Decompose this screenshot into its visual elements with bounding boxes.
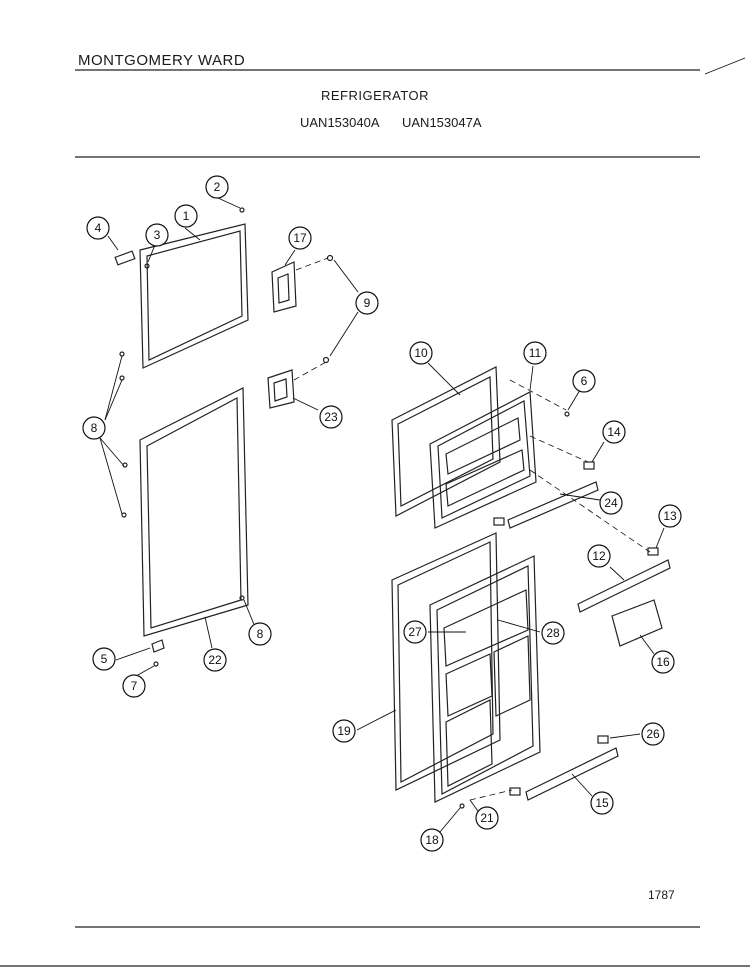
callout-1: 1	[174, 204, 198, 228]
callout-12: 12	[587, 544, 611, 568]
svg-text:1: 1	[183, 209, 190, 223]
svg-text:7: 7	[131, 679, 138, 693]
svg-text:8: 8	[91, 421, 98, 435]
svg-text:19: 19	[337, 724, 351, 738]
small-part-4	[114, 250, 136, 266]
small-part-3	[144, 263, 150, 269]
hinge-5	[151, 639, 165, 653]
svg-text:4: 4	[95, 221, 102, 235]
svg-text:22: 22	[208, 653, 222, 667]
clip-24	[493, 517, 505, 526]
fresh-food-door-panel	[391, 532, 541, 803]
screw-8e	[239, 595, 245, 601]
clip-26	[597, 735, 609, 744]
svg-text:18: 18	[425, 833, 439, 847]
callout-27: 27	[403, 620, 427, 644]
svg-text:24: 24	[604, 496, 618, 510]
handle-23	[267, 369, 295, 409]
svg-text:2: 2	[214, 180, 221, 194]
callout-18: 18	[420, 828, 444, 852]
svg-text:15: 15	[595, 796, 609, 810]
small-part-2	[239, 207, 245, 213]
shelf-15	[525, 747, 619, 801]
screw-9-lower	[322, 356, 330, 364]
screw-8a	[119, 351, 125, 357]
callout-11: 11	[523, 341, 547, 365]
model-number-2: UAN153047A	[402, 115, 482, 130]
callout-4: 4	[86, 216, 110, 240]
svg-text:3: 3	[154, 228, 161, 242]
callout-8-left: 8	[82, 416, 106, 440]
callout-5: 5	[92, 647, 116, 671]
corner-tick	[704, 57, 746, 75]
callout-3: 3	[145, 223, 169, 247]
brand-name: MONTGOMERY WARD	[78, 52, 246, 69]
callout-16: 16	[651, 650, 675, 674]
callout-14: 14	[602, 420, 626, 444]
svg-text:21: 21	[480, 811, 494, 825]
diagram-title: REFRIGERATOR	[320, 88, 430, 103]
callout-23: 23	[319, 405, 343, 429]
callout-2: 2	[205, 175, 229, 199]
screw-8b	[119, 375, 125, 381]
callout-13: 13	[658, 504, 682, 528]
screw-9-upper	[326, 254, 334, 262]
callout-9: 9	[355, 291, 379, 315]
svg-text:5: 5	[101, 652, 108, 666]
svg-text:6: 6	[581, 374, 588, 388]
callout-8-right: 8	[248, 622, 272, 646]
clip-lower	[509, 787, 521, 796]
svg-text:28: 28	[546, 626, 560, 640]
callout-19: 19	[332, 719, 356, 743]
svg-text:13: 13	[663, 509, 677, 523]
callout-15: 15	[590, 791, 614, 815]
shelf-12	[577, 559, 671, 613]
page-number: 1787	[648, 888, 675, 902]
handle-17	[271, 261, 297, 313]
svg-text:10: 10	[414, 346, 428, 360]
callout-7: 7	[122, 674, 146, 698]
svg-text:23: 23	[324, 410, 338, 424]
freezer-door-gasket	[139, 223, 249, 369]
callout-26: 26	[641, 722, 665, 746]
callout-10: 10	[409, 341, 433, 365]
svg-text:9: 9	[364, 296, 371, 310]
svg-text:8: 8	[257, 627, 264, 641]
svg-text:26: 26	[646, 727, 660, 741]
svg-text:14: 14	[607, 425, 621, 439]
screw-18	[459, 803, 465, 809]
callout-28: 28	[541, 621, 565, 645]
clip-13	[647, 547, 659, 556]
callout-6: 6	[572, 369, 596, 393]
callout-21: 21	[475, 806, 499, 830]
fresh-food-door-gasket	[139, 387, 249, 637]
callout-17: 17	[288, 226, 312, 250]
freezer-door-panel	[391, 366, 537, 529]
screw-7	[153, 661, 159, 667]
svg-text:11: 11	[529, 346, 542, 360]
screw-8d	[121, 512, 127, 518]
svg-text:16: 16	[656, 655, 670, 669]
callout-22: 22	[203, 648, 227, 672]
svg-text:12: 12	[592, 549, 606, 563]
screw-6	[564, 411, 570, 417]
clip-14	[583, 461, 595, 470]
bin-16	[611, 599, 663, 647]
svg-text:27: 27	[408, 625, 422, 639]
svg-text:17: 17	[293, 231, 307, 245]
callout-24: 24	[599, 491, 623, 515]
model-number-1: UAN153040A	[300, 115, 380, 130]
